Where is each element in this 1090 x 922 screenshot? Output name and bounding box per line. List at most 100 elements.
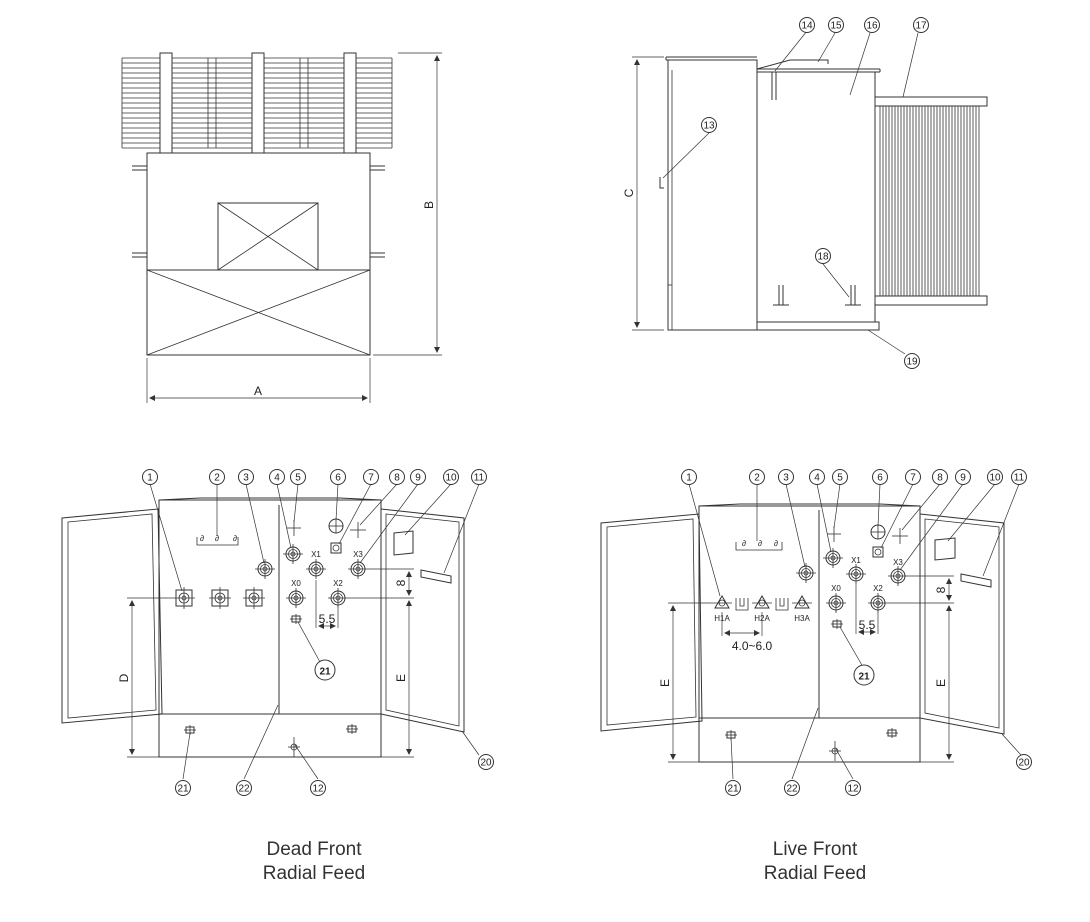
door-handle [659,177,664,189]
label-x0-live: X0 [831,584,841,593]
callout-label: 17 [915,21,927,32]
cabinet-live [698,505,921,763]
hv-elbow-h2a [751,595,773,609]
callout-label: 8 [937,473,943,484]
callout-label: 15 [830,21,842,32]
svg-text:∂: ∂ [758,539,762,548]
callout-label: 21 [727,784,739,795]
hv-bushing-1 [172,586,196,610]
callout-c13: 13 [701,117,717,133]
warning-label [420,569,452,584]
callout-c20: 20 [478,754,494,770]
callout-label: 20 [480,758,492,769]
callout-label: 13 [703,121,715,132]
fuse-holder [254,558,276,580]
dimension-a-label: A [254,384,262,398]
callout-label: 14 [801,21,813,32]
callout-label: 8 [394,473,400,484]
callout-label: 4 [274,473,280,484]
callout-c5: 5 [290,469,306,485]
callout-c11: 11 [471,469,487,485]
callout-c2: 2 [749,469,765,485]
label-x1-live: X1 [851,556,861,565]
callout-c6: 6 [330,469,346,485]
nameplate [393,530,414,556]
callout-c21: 21 [175,780,191,796]
callout-c1: 1 [681,469,697,485]
dimension-range-label-live: 4.0~6.0 [732,639,773,653]
callout-label: 10 [445,473,457,484]
caption-dead-front-line1: Dead Front [266,839,362,860]
callout-c4: 4 [269,469,285,485]
label-x3-dead: X3 [353,550,363,559]
callout-label: 18 [817,252,829,263]
callout-label: 2 [754,473,760,484]
dimension-5-5-label-live: 5.5 [859,618,876,632]
callout-c4: 4 [809,469,825,485]
callout-label: 7 [910,473,916,484]
live-front-view: ∂∂∂ H1A H2A H3A X1 X3 X0 X2 [600,469,1032,796]
front-elevation-view: A B [121,52,442,403]
callout-label: 21 [858,672,870,683]
callout-c3: 3 [778,469,794,485]
dimension-e-label-live-hv: E [658,679,672,687]
dimension-5-5-label-dead: 5.5 [319,612,336,626]
drain-valve [282,543,304,565]
callout-c2: 2 [209,469,225,485]
callout-c21: 21 [314,659,336,681]
callout-label: 5 [837,473,843,484]
callout-label: 11 [474,473,485,484]
tank-cover [756,59,829,70]
label-x2-live: X2 [873,584,883,593]
right-door-dead [380,508,465,733]
cabinet-side [667,59,758,331]
callout-label: 21 [177,784,189,795]
callout-c7: 7 [905,469,921,485]
hv-bushing-2 [208,586,232,610]
callout-label: 3 [243,473,249,484]
callout-c21: 21 [725,780,741,796]
svg-text:∂: ∂ [200,534,204,543]
lv-bushing-x2 [327,587,349,609]
callout-c15: 15 [828,17,844,33]
callout-label: 9 [415,473,421,484]
callout-c3: 3 [238,469,254,485]
callout-c10: 10 [443,469,459,485]
caption-dead-front-line2: Radial Feed [263,863,365,884]
callout-label: 20 [1018,758,1030,769]
label-x1-dead: X1 [311,550,321,559]
lv-bushing-x1 [305,558,327,580]
callout-c17: 17 [913,17,929,33]
callout-c14: 14 [799,17,815,33]
left-door-dead [61,508,163,724]
lv-bushing-x3 [347,558,369,580]
radiator-header [343,52,357,154]
callout-c12: 12 [845,780,861,796]
tank-base [756,321,880,331]
callout-label: 11 [1014,473,1025,484]
cabinet-dead [158,499,382,758]
callout-label: 22 [238,784,250,795]
lv-bushing-x0 [285,587,307,609]
callout-c9: 9 [955,469,971,485]
callout-label: 10 [989,473,1001,484]
callout-c5: 5 [832,469,848,485]
callout-label: 6 [877,473,883,484]
callout-c9: 9 [410,469,426,485]
dimension-e-label-dead: E [394,674,408,682]
callout-c21: 21 [853,664,875,686]
caption-live-front-line2: Radial Feed [764,863,866,884]
dead-front-view: ∂∂∂ X1 X3 X0 X2 [61,469,494,796]
svg-text:∂: ∂ [774,539,778,548]
hv-elbow-h3a [791,595,813,609]
callout-label: 6 [335,473,341,484]
callout-c12: 12 [310,780,326,796]
dimension-8-label-dead: 8 [394,579,408,586]
callout-label: 12 [312,784,324,795]
svg-text:∂: ∂ [233,534,237,543]
callout-c19: 19 [904,353,920,369]
dimension-c-label: C [622,188,636,197]
left-door-live [600,513,703,732]
